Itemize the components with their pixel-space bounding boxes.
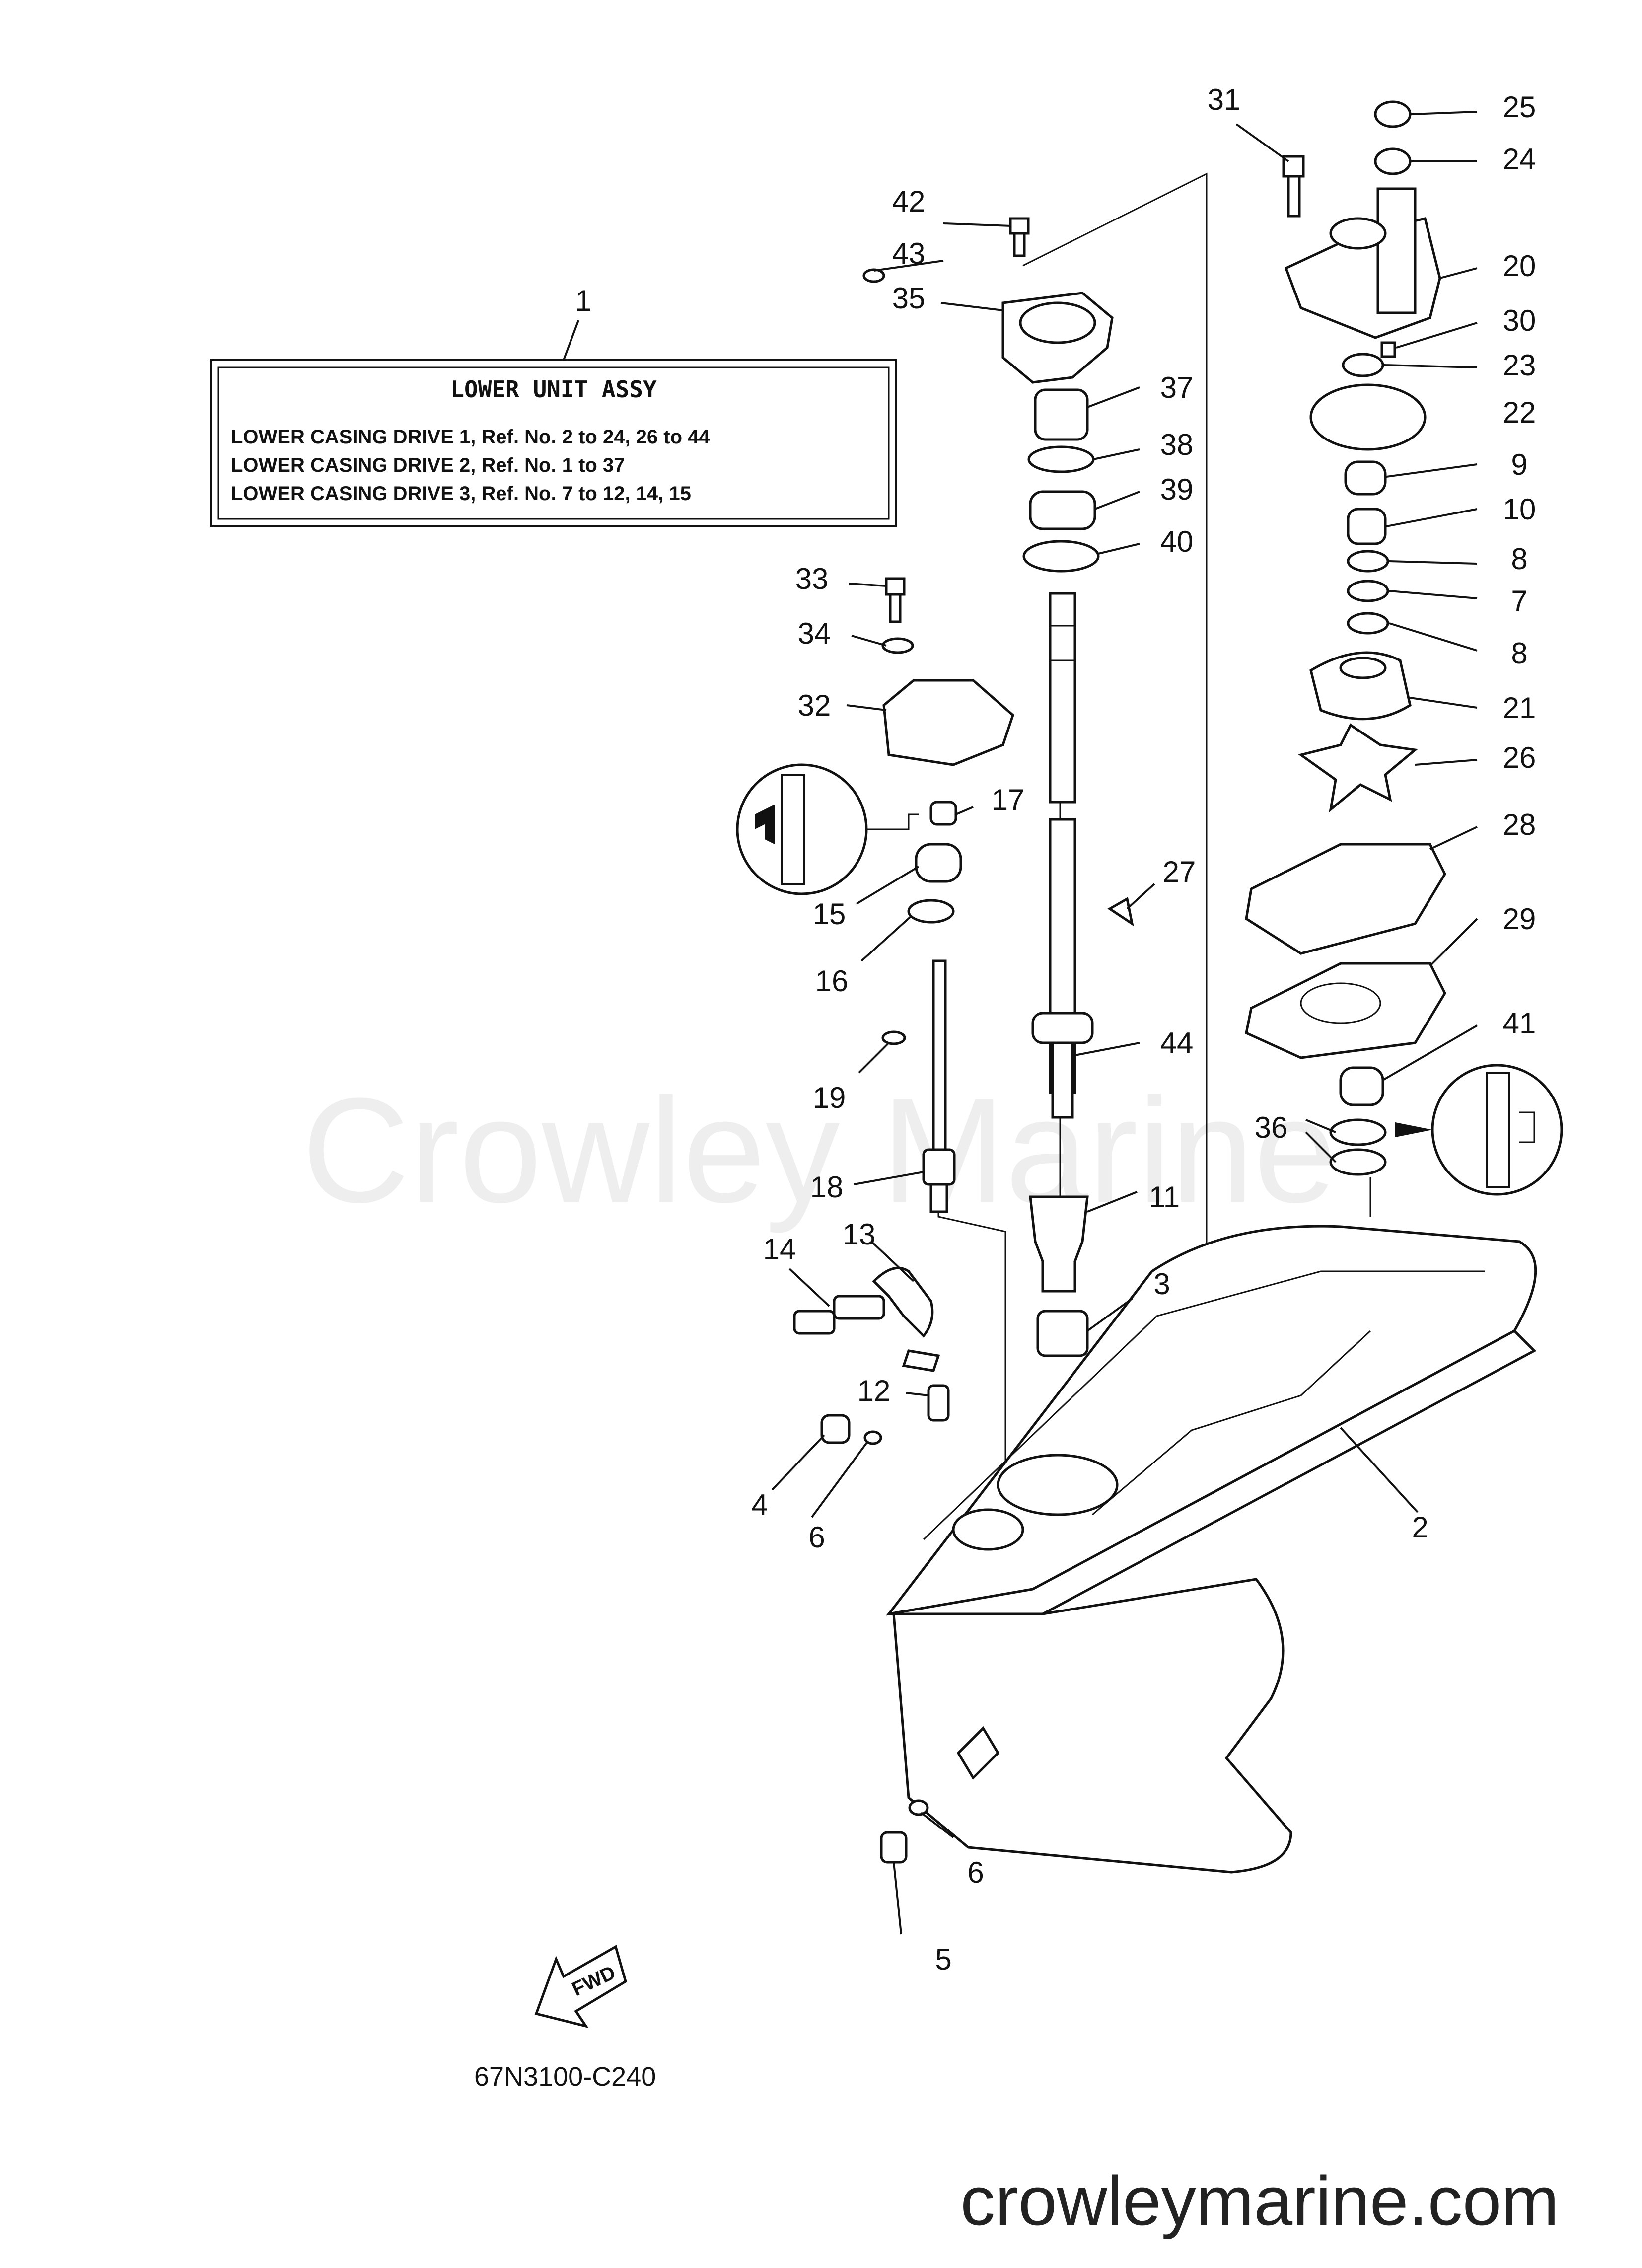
callout-32: 32 [798,689,831,722]
callout-31: 31 [1208,83,1241,116]
callout-4: 4 [751,1488,768,1522]
callout-42: 42 [892,185,926,218]
callout-39: 39 [1160,473,1194,506]
info-box-line-3: LOWER CASING DRIVE 3, Ref. No. 7 to 12, … [231,483,691,505]
callout-26: 26 [1503,741,1536,774]
callout-19: 19 [813,1081,846,1114]
callout-30: 30 [1503,304,1536,337]
info-box: LOWER UNIT ASSY LOWER CASING DRIVE 1, Re… [210,359,897,527]
drive-shaft [1031,592,1094,1119]
detail-circle-seal [736,763,919,895]
callout-24: 24 [1503,143,1536,176]
callout-numbers: 1 2 3 4 5 6 6 7 8 8 9 10 11 12 13 14 15 … [575,83,1536,1976]
callout-8-lower: 8 [1511,637,1527,670]
callout-5: 5 [935,1943,951,1976]
website-url: crowleymarine.com [960,2162,1559,2240]
callout-15: 15 [813,897,846,931]
callout-17: 17 [992,783,1025,816]
callout-13: 13 [843,1218,876,1251]
lower-casing [886,1225,1537,1874]
callout-20: 20 [1503,249,1536,283]
fwd-arrow-icon: FWD [534,1945,627,2028]
callout-41: 41 [1503,1007,1536,1040]
callout-28: 28 [1503,808,1536,841]
callout-3: 3 [1153,1267,1170,1301]
shift-rod [922,959,956,1213]
callout-14: 14 [763,1233,796,1266]
callout-38: 38 [1160,428,1194,461]
callout-34: 34 [798,617,831,650]
callout-23: 23 [1503,349,1536,382]
callout-33: 33 [795,562,829,595]
callout-43: 43 [892,237,926,270]
info-box-line-1: LOWER CASING DRIVE 1, Ref. No. 2 to 24, … [231,426,710,448]
info-box-line-2: LOWER CASING DRIVE 2, Ref. No. 1 to 37 [231,454,625,476]
callout-35: 35 [892,282,926,315]
callout-27: 27 [1163,855,1196,888]
part-code: 67N3100-C240 [474,2062,656,2092]
callout-2: 2 [1412,1511,1428,1544]
callout-25: 25 [1503,90,1536,124]
callout-12: 12 [857,1374,891,1407]
callout-37: 37 [1160,371,1194,404]
callout-36: 36 [1255,1111,1288,1144]
info-box-title: LOWER UNIT ASSY [450,376,657,403]
callout-8: 8 [1511,542,1527,576]
watermark-text: Crowley Marine [302,1067,1337,1235]
callout-21: 21 [1503,691,1536,725]
callout-10: 10 [1503,493,1536,526]
callout-11: 11 [1149,1180,1180,1214]
callout-6-lower: 6 [967,1856,984,1889]
component-shapes [793,100,1446,1864]
callout-40: 40 [1160,525,1194,558]
callout-44: 44 [1160,1026,1194,1060]
callout-6: 6 [808,1521,825,1554]
callout-29: 29 [1503,902,1536,936]
callout-7: 7 [1511,585,1527,618]
callout-18: 18 [810,1171,844,1204]
callout-1: 1 [575,284,591,317]
callout-9: 9 [1511,448,1527,481]
callout-16: 16 [815,964,849,998]
callout-22: 22 [1503,396,1536,429]
detail-circle-bearing [1395,1064,1563,1196]
leader-lines [563,111,1478,1935]
